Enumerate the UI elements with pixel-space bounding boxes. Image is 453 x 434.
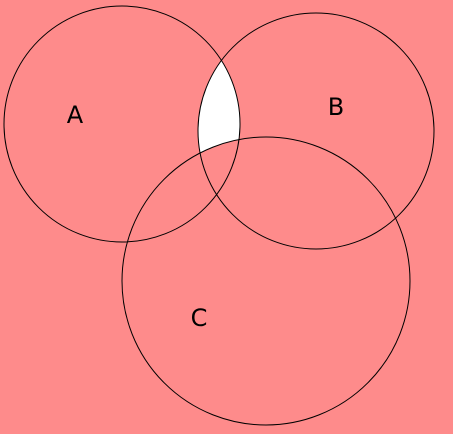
label-set-b: B [328,93,344,121]
circle-b [197,12,435,250]
circle-c [121,136,411,426]
label-set-a: A [67,101,84,129]
label-set-c: C [191,304,208,332]
circle-a [3,5,241,243]
